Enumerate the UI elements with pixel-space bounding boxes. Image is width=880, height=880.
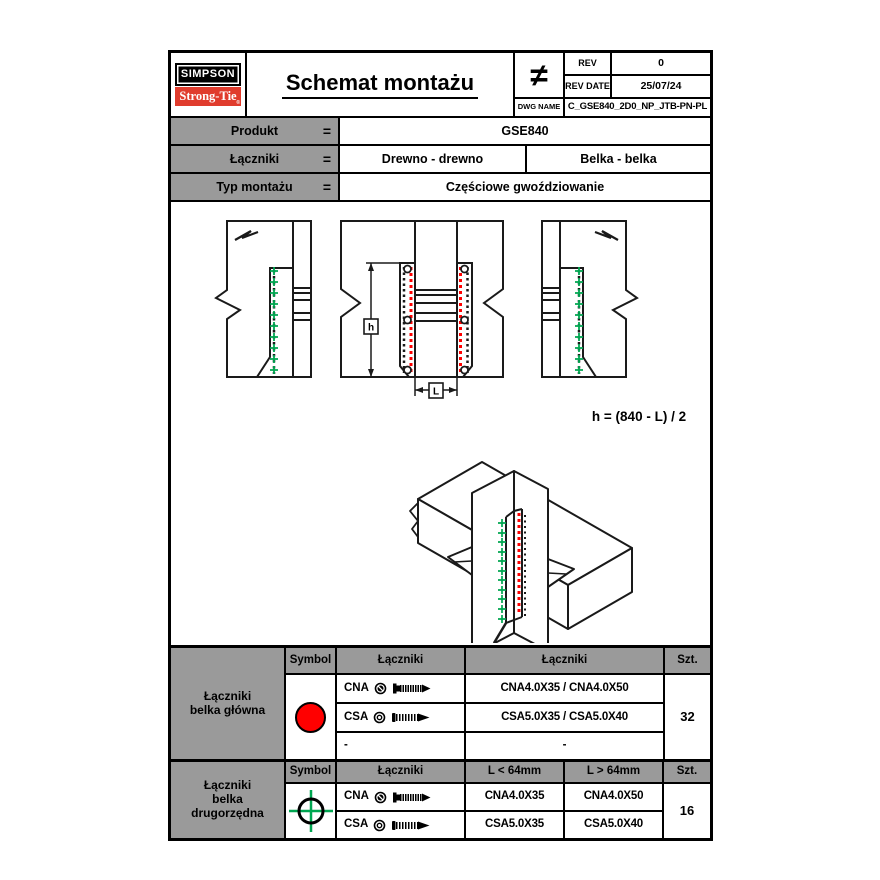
height-formula: h = (840 - L) / 2 [591,409,687,424]
connector-plate [255,267,294,378]
dwg-name-value: C_GSE840_2D0_NP_JTB-PN-PL [565,99,710,116]
fastener-type-row: CSA [337,704,464,731]
product-info-table: Produkt= GSE840 Łączniki= Drewno - drewn… [171,118,710,202]
secondary-qty-value: 16 [664,784,710,838]
main-beam-symbol-cell [286,675,335,759]
fasteners-value-1: Drewno - drewno [340,146,525,172]
equals-sign: = [322,122,331,139]
side-view-left [214,220,312,378]
nail-head-icon [374,682,387,695]
main-beam-fastener-table: Łączniki belka główna Symbol Łączniki Łą… [171,648,710,762]
dim-l-label: L [433,387,439,398]
isometric-view [409,461,633,643]
front-view: h L [340,220,504,399]
connector-slot [492,508,523,643]
nail-head-icon [374,791,387,803]
equals-sign: = [322,150,331,167]
main-table-row-label: Łączniki belka główna [171,648,284,759]
col-header-symbol: Symbol [286,762,335,782]
main-beam-outline [340,220,504,378]
fastener-type-row: CNA [337,784,464,810]
col-header-l-gt-64: L > 64mm [565,762,662,782]
secondary-beam-symbol-cell [286,784,335,838]
col-header-fasteners: Łączniki [337,648,464,673]
sheet-title: Schemat montażu [247,53,513,116]
screw-head-icon [373,819,386,831]
col-header-fasteners: Łączniki [337,762,464,782]
equals-sign: = [322,178,331,195]
length-dimension [414,377,458,399]
rev-label: REV [565,53,610,74]
product-value: GSE840 [340,118,710,144]
drawing-sheet: SIMPSON Strong-Tie® Schemat montażu ≠ RE… [168,50,713,841]
col-header-l-lt-64: L < 64mm [466,762,563,782]
break-edge [409,502,419,538]
fastener-sizes: - [466,733,663,759]
screw-icon [392,820,430,830]
projection-symbol-icon: ≠ [515,53,563,97]
dwg-name-label: DWG NAME [515,99,563,116]
rev-value: 0 [612,53,710,74]
col-header-qty: Szt. [664,762,710,782]
product-label: Produkt= [171,118,338,144]
col-header-fasteners: Łączniki [466,648,663,673]
fasteners-value-2: Belka - belka [527,146,710,172]
simpson-strongtie-logo: SIMPSON Strong-Tie® [171,53,245,116]
registered-mark: ® [236,99,240,106]
screw-head-icon [373,711,386,724]
rev-date-value: 25/07/24 [612,76,710,97]
rev-date-label: REV DATE [565,76,610,97]
red-circle-icon [295,701,326,733]
ring-nail-icon [392,792,431,802]
fastener-type-row: CNA [337,675,464,702]
secondary-beam-left-face [471,470,515,643]
fastener-size-short: CSA5.0X35 [466,812,563,838]
green-cross-fasteners [498,519,506,623]
green-cross-fasteners [270,267,278,374]
fastener-type-row: CSA [337,812,464,838]
fastener-size-short: CNA4.0X35 [466,784,563,810]
height-dimension [363,262,400,377]
title-block: SIMPSON Strong-Tie® Schemat montażu ≠ RE… [171,53,710,118]
col-header-symbol: Symbol [286,648,335,673]
fastener-sizes: CSA5.0X35 / CSA5.0X40 [466,704,663,731]
fastener-size-long: CNA4.0X50 [565,784,662,810]
screw-icon [392,713,430,722]
fasteners-label: Łączniki= [171,146,338,172]
main-qty-value: 32 [665,675,710,759]
side-view-right [540,219,639,379]
dim-h-label: h [368,323,374,334]
logo-strongtie-text: Strong-Tie® [175,87,241,106]
secondary-table-row-label: Łączniki belka drugorzędna [171,762,284,838]
fastener-type-row: - [337,733,464,759]
drawing-area: h L h = (840 - L) / 2 [171,202,710,648]
mount-type-value: Częściowe gwoździowanie [340,174,710,200]
logo-simpson-text: SIMPSON [175,63,241,87]
fastener-size-long: CSA5.0X40 [565,812,662,838]
mount-type-label: Typ montażu= [171,174,338,200]
break-symbol-icon [234,230,259,241]
green-crosshair-icon [288,790,333,832]
secondary-beam-fastener-table: Łączniki belka drugorzędna Symbol Łączni… [171,762,710,838]
ring-nail-icon [392,683,431,694]
col-header-qty: Szt. [665,648,710,673]
main-beam-end-face [567,547,633,630]
fastener-sizes: CNA4.0X35 / CNA4.0X50 [466,675,663,702]
